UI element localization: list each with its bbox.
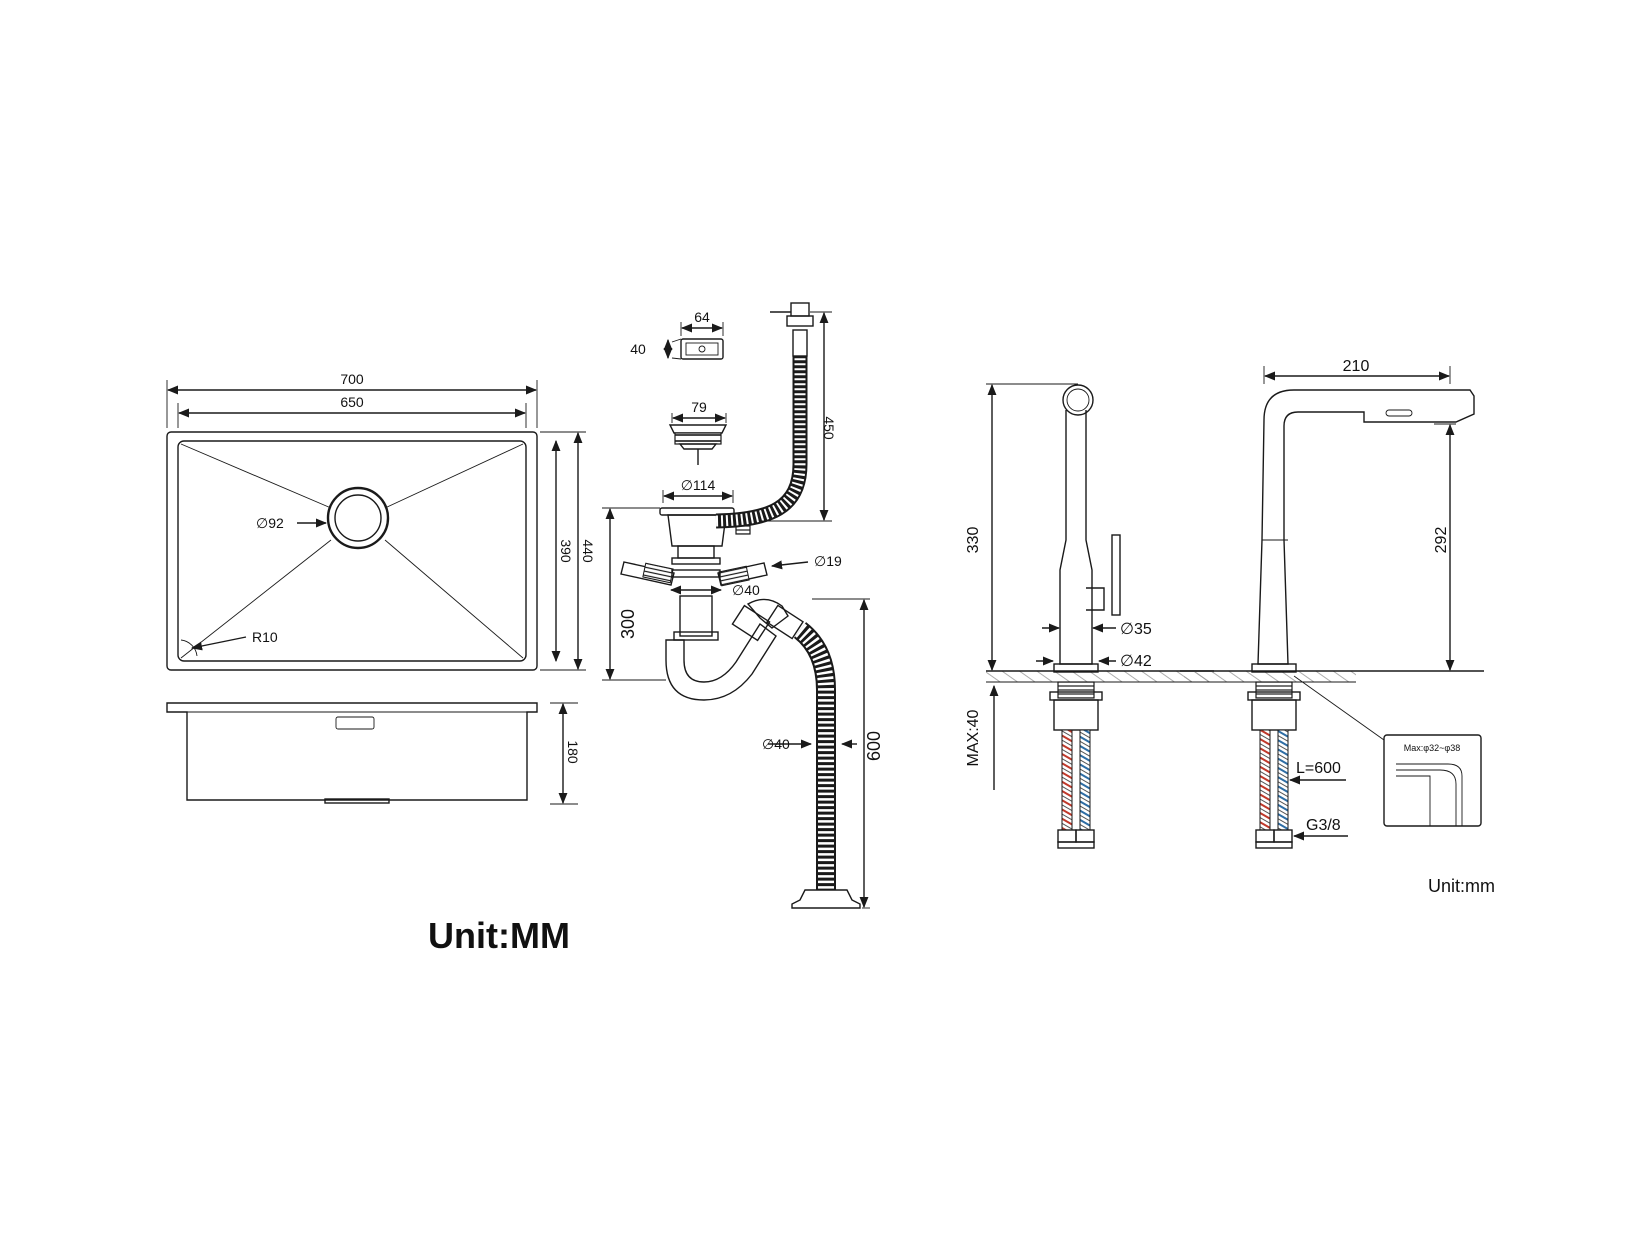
strainer-basket xyxy=(668,413,728,465)
dim-42: ∅42 xyxy=(1120,653,1152,670)
dimension-labels: 700 650 ∅92 R10 390 440 180 64 40 79 ∅11… xyxy=(252,309,1495,956)
dim-292: 292 xyxy=(1433,527,1450,554)
dim-35: ∅35 xyxy=(1120,621,1152,638)
unit-label-left: Unit:MM xyxy=(428,915,570,956)
sink-side-view xyxy=(166,702,578,805)
dim-40-overflow: 40 xyxy=(630,341,646,357)
dim-300: 300 xyxy=(618,609,638,639)
faucet-front-view xyxy=(986,383,1214,849)
hole-note: Max:φ32~φ38 xyxy=(1404,743,1460,753)
dim-64: 64 xyxy=(694,309,710,325)
dim-max40: MAX:40 xyxy=(965,709,982,766)
dim-330: 330 xyxy=(965,527,982,554)
dim-79: 79 xyxy=(691,399,707,415)
drain-assembly xyxy=(602,302,870,909)
dim-450: 450 xyxy=(821,416,837,440)
dim-g38: G3/8 xyxy=(1306,817,1341,834)
overflow-cover xyxy=(663,322,724,360)
dim-l600: L=600 xyxy=(1296,760,1341,777)
unit-label-right: Unit:mm xyxy=(1428,876,1495,896)
dim-40-pipe: ∅40 xyxy=(732,582,760,598)
dim-drain-92: ∅92 xyxy=(256,515,284,531)
dim-600: 600 xyxy=(864,731,884,761)
dim-19: ∅19 xyxy=(814,553,842,569)
dim-210: 210 xyxy=(1343,358,1370,375)
dim-440: 440 xyxy=(580,539,596,563)
dim-390: 390 xyxy=(558,539,574,563)
sink-top-view xyxy=(166,380,586,671)
dim-650: 650 xyxy=(340,394,364,410)
dim-114: ∅114 xyxy=(681,477,716,493)
faucet-side-view xyxy=(1180,366,1484,849)
dim-r10: R10 xyxy=(252,629,278,645)
dim-700: 700 xyxy=(340,371,364,387)
dim-40-hose: ∅40 xyxy=(762,736,790,752)
dim-180: 180 xyxy=(565,740,581,764)
